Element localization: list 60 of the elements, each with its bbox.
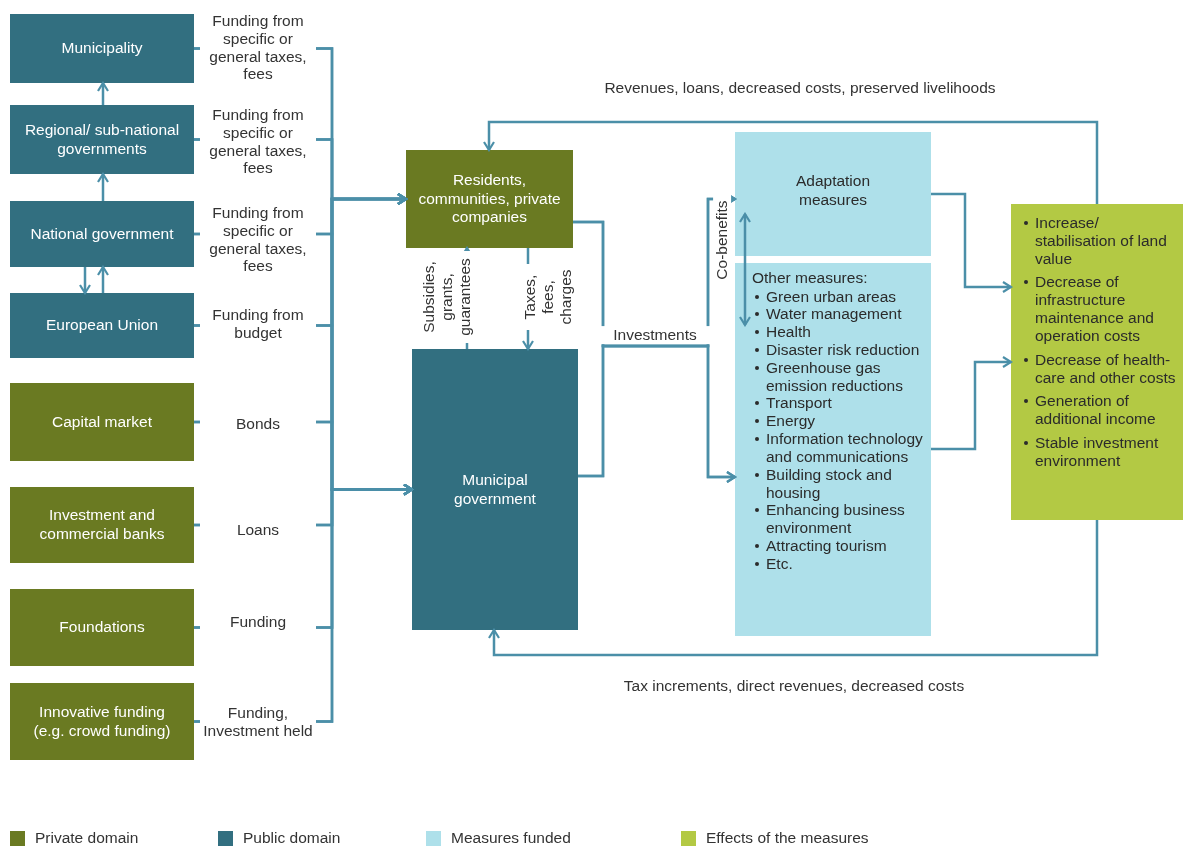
- arrow: [96, 172, 110, 201]
- arrow: [482, 120, 1099, 204]
- box-label: Innovative funding (e.g. crowd funding): [32, 702, 172, 741]
- list-item: Decrease of health-care and other costs: [1035, 350, 1177, 387]
- process-box: [406, 150, 573, 248]
- list-item: Green urban areas: [766, 287, 897, 306]
- list-item: Increase/ stabilisation of land value: [1035, 214, 1168, 268]
- list-item: Information technology and communications: [766, 430, 924, 466]
- list-item: Building stock and housing: [766, 465, 893, 502]
- box-label: Capital market: [52, 412, 152, 432]
- arrow: [78, 267, 92, 295]
- list-item: Generation of additional income: [1035, 392, 1157, 428]
- arrow: [931, 192, 1013, 294]
- arrow: [96, 265, 110, 293]
- arrow: [931, 355, 1013, 451]
- box-label: Foundations: [59, 618, 145, 637]
- edge-label: Investments: [600, 326, 710, 344]
- edge-label: Funding: [200, 613, 316, 631]
- legend-label: Measures funded: [451, 829, 571, 847]
- list-item: Transport: [766, 394, 832, 413]
- list-heading: Other measures:: [752, 269, 869, 288]
- process-box: [10, 14, 194, 83]
- process-box: [10, 201, 194, 267]
- box-label: Regional/ sub-national governments: [23, 120, 181, 159]
- process-box: [412, 349, 578, 630]
- arrow: [487, 520, 1099, 657]
- box-label: Municipal government: [453, 470, 537, 509]
- arrow: [578, 344, 737, 484]
- process-box: [10, 293, 194, 358]
- list-item: Energy: [766, 412, 816, 431]
- list-item: Health: [766, 323, 811, 342]
- box-label: Municipality: [61, 39, 143, 58]
- list-item: Decrease of infrastructure maintenance and operation costs: [1035, 273, 1155, 345]
- process-box: [10, 589, 194, 666]
- process-box: [10, 105, 194, 174]
- box-label: Residents, communities, private companies: [418, 171, 561, 227]
- box-label: National government: [30, 224, 174, 244]
- arrow: [738, 212, 752, 327]
- box-label: Adaptation measures: [794, 172, 872, 210]
- list-item: Greenhouse gas emission reductions: [766, 358, 904, 395]
- list-item: Etc.: [766, 554, 793, 573]
- list-item: Water management: [766, 305, 902, 324]
- legend-label: Public domain: [243, 829, 341, 847]
- legend-label: Effects of the measures: [706, 829, 869, 847]
- arrow: [96, 81, 110, 105]
- process-box: [10, 487, 194, 563]
- legend-label: Private domain: [35, 829, 139, 847]
- process-box: [735, 132, 931, 256]
- edge-label: Funding from budget: [200, 306, 316, 342]
- list-item: Stable investment environment: [1035, 433, 1160, 470]
- box-label: European Union: [46, 316, 158, 335]
- list-item: Enhancing business environment: [766, 501, 906, 537]
- process-box: [10, 383, 194, 461]
- process-box: [10, 683, 194, 760]
- process-box: [1011, 204, 1183, 520]
- process-box: [735, 263, 931, 636]
- box-label: Investment and commercial banks: [38, 506, 166, 544]
- list-item: Attracting tourism: [766, 536, 887, 555]
- list-item: Disaster risk reduction: [766, 341, 920, 359]
- edge-label: Subsidies, grants, guarantees: [420, 251, 474, 343]
